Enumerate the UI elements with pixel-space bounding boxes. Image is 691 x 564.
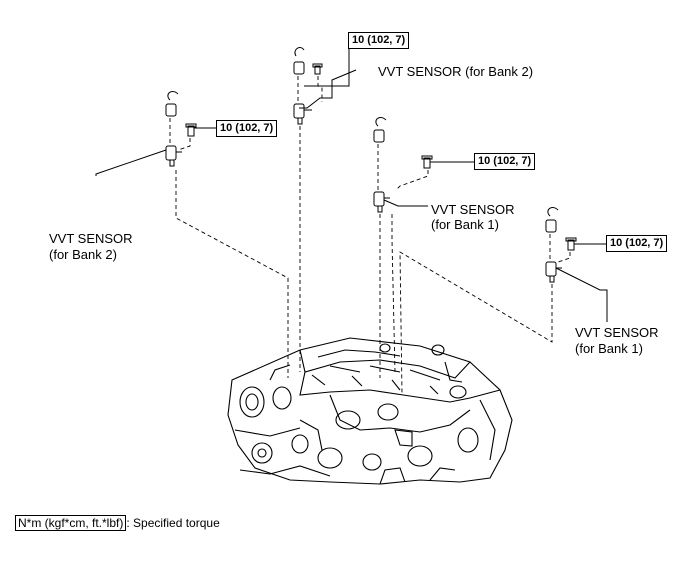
callout-vvt-sensor-bank2-upper: VVT SENSOR (for Bank 2) <box>378 64 534 79</box>
legend-description: : Specified torque <box>126 516 220 530</box>
callout-vvt-sensor-bank1-center-line2: (for Bank 1) <box>431 217 499 232</box>
vvt-sensor-top-assembly <box>293 40 357 125</box>
callout-vvt-sensor-bank1-right-line1: VVT SENSOR <box>575 325 659 340</box>
torque-legend: N*m (kgf*cm, ft.*lbf): Specified torque <box>15 515 220 531</box>
dashed-leader-lines <box>169 76 571 395</box>
callout-vvt-sensor-bank1-right-line2: (for Bank 1) <box>575 341 643 356</box>
callout-vvt-sensor-bank2-left-line2: (for Bank 2) <box>49 247 117 262</box>
legend-units: N*m (kgf*cm, ft.*lbf) <box>15 515 127 531</box>
callout-vvt-sensor-bank2-left-line1: VVT SENSOR <box>49 231 133 246</box>
vvt-sensor-left-assembly <box>95 91 216 176</box>
callout-vvt-sensor-bank1-center-line1: VVT SENSOR <box>431 202 515 217</box>
torque-spec-center: 10 (102, 7) <box>474 153 536 170</box>
engine-block <box>227 337 513 485</box>
torque-spec-right: 10 (102, 7) <box>606 235 668 252</box>
vvt-sensor-center-assembly <box>373 117 474 213</box>
vvt-sensor-right-assembly <box>545 207 608 322</box>
torque-spec-left: 10 (102, 7) <box>216 120 278 137</box>
torque-spec-top: 10 (102, 7) <box>348 32 410 49</box>
